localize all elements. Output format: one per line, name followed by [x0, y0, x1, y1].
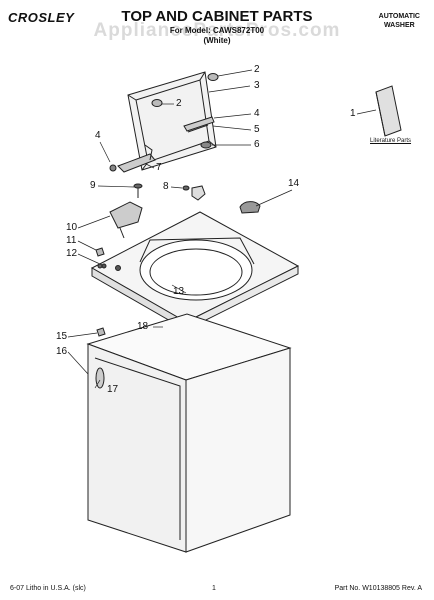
callout-17: 17 — [107, 384, 119, 395]
callout-2-inner: 2 — [176, 98, 182, 109]
footer-part-number: Part No. W10138805 Rev. A — [334, 585, 422, 592]
callout-6: 6 — [254, 139, 260, 150]
callout-10: 10 — [66, 222, 78, 233]
callout-4-left: 4 — [95, 130, 101, 141]
cabinet — [86, 313, 292, 553]
product-type: AUTOMATIC WASHER — [379, 12, 420, 30]
footer-litho: 6-07 Litho in U.S.A. (slc) — [10, 585, 86, 592]
callout-13: 13 — [173, 286, 185, 297]
callout-12: 12 — [66, 248, 78, 259]
part-15 — [96, 327, 106, 337]
callout-3: 3 — [254, 80, 260, 91]
washer-top — [90, 211, 300, 331]
lid-switch-bracket — [182, 185, 206, 201]
callout-1: 1 — [350, 108, 356, 119]
callout-18: 18 — [137, 321, 149, 332]
product-type-line2: WASHER — [383, 22, 415, 29]
literature-parts — [375, 85, 402, 137]
part-11 — [95, 247, 105, 257]
color-line: (White) — [203, 36, 231, 45]
callout-7: 7 — [156, 162, 162, 173]
part-12 — [97, 263, 103, 269]
lid-bumper-inner — [151, 99, 163, 107]
callout-9: 9 — [90, 180, 96, 191]
callout-2-top: 2 — [254, 64, 260, 75]
literature-parts-label: Literature Parts — [370, 138, 412, 144]
callout-5: 5 — [254, 124, 260, 135]
callout-11: 11 — [66, 235, 77, 246]
footer-page-number: 1 — [212, 585, 216, 592]
model-line: For Model: CAWS872T00 — [169, 26, 265, 35]
lid-bumper-top — [207, 73, 219, 81]
brand-logo: CROSLEY — [8, 10, 75, 25]
hinge-right — [183, 116, 215, 149]
callout-14: 14 — [288, 178, 300, 189]
callout-4-right: 4 — [254, 108, 260, 119]
callout-16: 16 — [56, 346, 68, 357]
page-title: TOP AND CABINET PARTS — [121, 8, 313, 25]
lid-hinge — [109, 144, 156, 173]
product-type-line1: AUTOMATIC — [378, 13, 420, 20]
lid-switch — [109, 201, 143, 239]
watermark: AppliancePartsPros.com — [93, 20, 341, 41]
lid-lock-part — [239, 201, 261, 214]
callout-8: 8 — [163, 181, 169, 192]
callout-15: 15 — [56, 331, 68, 342]
screw-9 — [133, 183, 143, 198]
